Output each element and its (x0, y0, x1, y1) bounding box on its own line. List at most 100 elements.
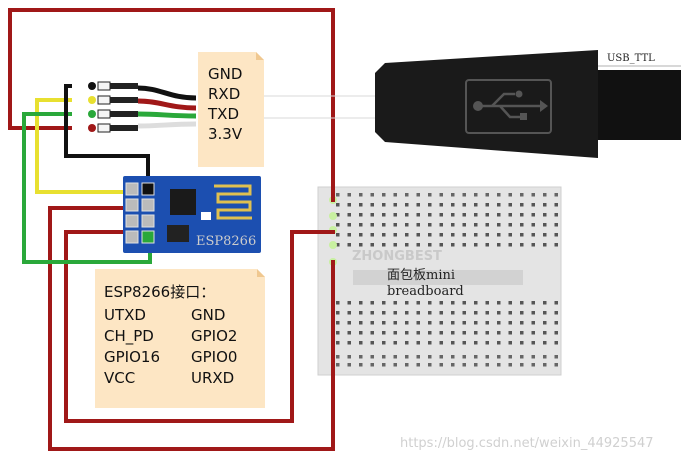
breadboard-hole (543, 203, 547, 207)
breadboard-hole (370, 233, 374, 237)
breadboard-hole (405, 223, 409, 227)
breadboard-rail-hole (543, 355, 547, 359)
connector-body (110, 97, 138, 103)
breadboard-hole (439, 233, 443, 237)
breadboard-hole (520, 301, 524, 305)
breadboard-hole (543, 223, 547, 227)
breadboard-rail-hole (428, 355, 432, 359)
breadboard-hole (520, 213, 524, 217)
breadboard-hole (347, 213, 351, 217)
breadboard-hole (497, 311, 501, 315)
breadboard-hole (497, 233, 501, 237)
breadboard-rail-hole (462, 193, 466, 197)
breadboard-hole (497, 341, 501, 345)
esp-chip (170, 189, 196, 215)
breadboard-hole (382, 213, 386, 217)
antenna-trace (214, 184, 252, 220)
breadboard-rail-hole (497, 355, 501, 359)
black-wire (64, 84, 150, 193)
breadboard-hole (405, 301, 409, 305)
breadboard-hole (370, 301, 374, 305)
breadboard-hole (497, 301, 501, 305)
breadboard-rail-hole (347, 355, 351, 359)
breadboard-rail-hole (382, 355, 386, 359)
breadboard-hole (508, 341, 512, 345)
breadboard-hole (485, 321, 489, 325)
breadboard-hole (393, 233, 397, 237)
breadboard-hole (451, 243, 455, 247)
breadboard-rail-hole (474, 355, 478, 359)
breadboard-hole (451, 223, 455, 227)
breadboard-hole (508, 311, 512, 315)
iface-row3-left: GPIO16 (104, 348, 160, 366)
breadboard-hole (485, 213, 489, 217)
breadboard-hole (520, 341, 524, 345)
breadboard-hole (382, 203, 386, 207)
breadboard-hole (336, 213, 340, 217)
breadboard-rail-hole (497, 193, 501, 197)
iface-row3-right: GPIO0 (191, 348, 237, 366)
breadboard-hole (428, 311, 432, 315)
breadboard-rail-hole (485, 363, 489, 367)
breadboard-rail-hole (520, 355, 524, 359)
breadboard-hole (520, 203, 524, 207)
breadboard-hole (520, 311, 524, 315)
iface-row2-left: CH_PD (104, 327, 154, 346)
esp-header-pin (141, 182, 155, 196)
breadboard-rail-hole (382, 193, 386, 197)
breadboard-hole (382, 301, 386, 305)
breadboard-rail-hole (416, 355, 420, 359)
breadboard-rail-hole (428, 193, 432, 197)
breadboard-hole (462, 341, 466, 345)
breadboard-hole (531, 233, 535, 237)
breadboard-rail-hole (543, 363, 547, 367)
breadboard-hole (336, 243, 340, 247)
breadboard-rail-hole (393, 355, 397, 359)
pin-label-txd: TXD (207, 105, 239, 123)
breadboard-rail-hole (543, 193, 547, 197)
breadboard-hole (554, 321, 558, 325)
breadboard-rail-hole (462, 355, 466, 359)
breadboard-hole (405, 311, 409, 315)
breadboard-rail-hole (347, 193, 351, 197)
breadboard-hole (336, 223, 340, 227)
breadboard-hole (347, 233, 351, 237)
breadboard-hole (508, 233, 512, 237)
breadboard-rail-hole (405, 363, 409, 367)
breadboard-hole (416, 341, 420, 345)
esp-header-pin (125, 230, 139, 244)
breadboard-hole (405, 341, 409, 345)
breadboard-hole (405, 233, 409, 237)
esp-module-label: ESP8266 (196, 234, 256, 249)
flash-chip (167, 225, 189, 242)
breadboard-hole (382, 321, 386, 325)
breadboard-hole (508, 321, 512, 325)
breadboard-hole (439, 301, 443, 305)
pin-label-vcc: 3.3V (208, 125, 243, 143)
breadboard-rail-hole (405, 193, 409, 197)
breadboard-hole (347, 243, 351, 247)
breadboard-hole (439, 311, 443, 315)
breadboard-rail-hole (405, 355, 409, 359)
breadboard-hole (462, 311, 466, 315)
red-wires (8, 8, 335, 451)
breadboard-hole (439, 341, 443, 345)
breadboard-rail-hole (451, 193, 455, 197)
breadboard-hole (474, 213, 478, 217)
breadboard-hole (554, 301, 558, 305)
breadboard-hole (485, 301, 489, 305)
breadboard-hole (393, 213, 397, 217)
breadboard-hole (336, 233, 340, 237)
breadboard-rail-hole (416, 363, 420, 367)
connector-body (110, 83, 138, 89)
breadboard-hole (393, 331, 397, 335)
iface-row4-left: VCC (104, 369, 135, 387)
breadboard-hole (336, 311, 340, 315)
breadboard-rail-hole (336, 363, 340, 367)
breadboard-hole (520, 321, 524, 325)
breadboard-title-en: breadboard (387, 284, 464, 299)
breadboard-hole (497, 203, 501, 207)
breadboard-rail-hole (497, 363, 501, 367)
breadboard-hole (359, 301, 363, 305)
breadboard-hole (531, 311, 535, 315)
